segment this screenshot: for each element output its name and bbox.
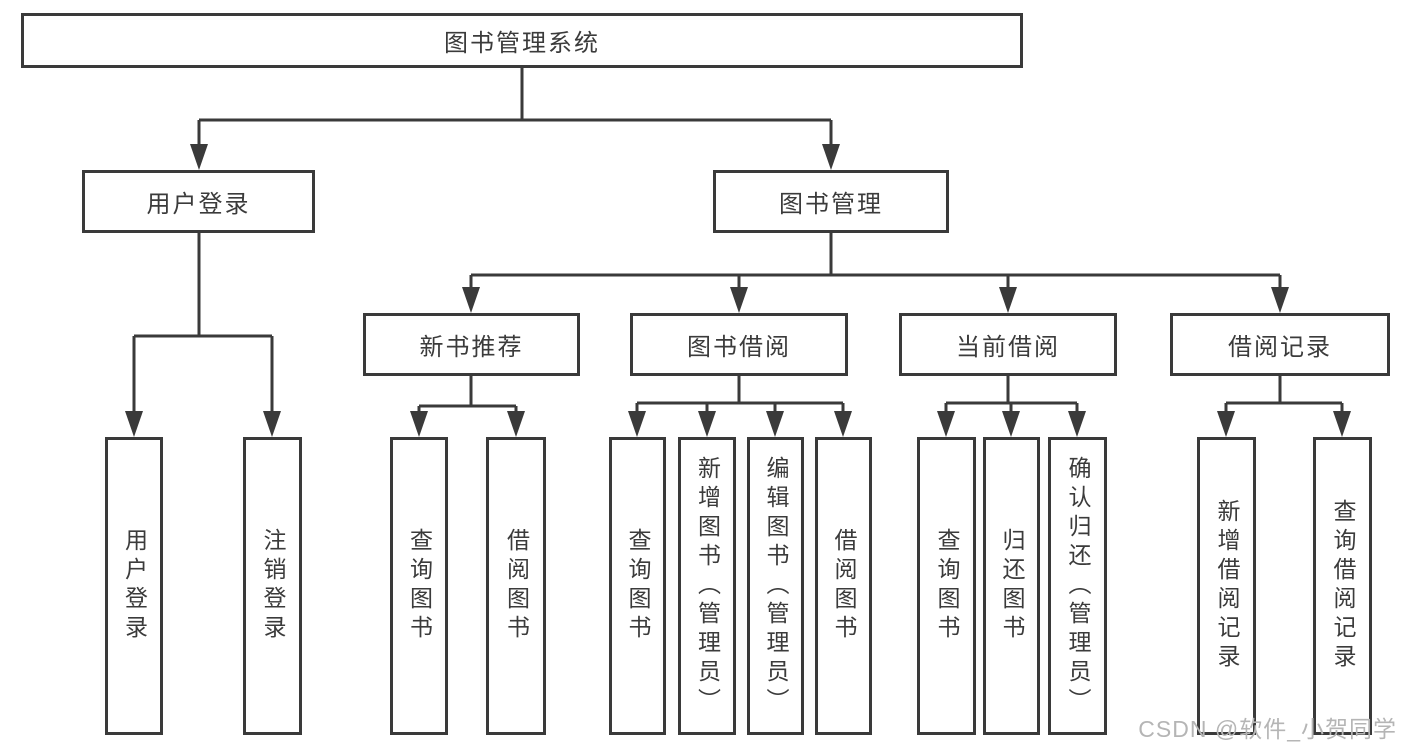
leaf-borrow-query-books: 查询图书 (609, 437, 666, 735)
connector-book-borrow-to-leaves (628, 376, 852, 437)
leaf-query-borrow-record-label: 查询借阅记录 (1330, 499, 1356, 673)
leaf-confirm-return-admin: 确认归还（管理员） (1048, 437, 1107, 735)
node-book-management-label: 图书管理 (779, 191, 883, 218)
node-new-book-recommend: 新书推荐 (363, 313, 580, 376)
leaf-borrow-query-books-label: 查询图书 (625, 528, 651, 644)
node-user-login-label: 用户登录 (146, 191, 251, 218)
leaf-user-login: 用户登录 (105, 437, 163, 735)
leaf-current-query-books: 查询图书 (917, 437, 976, 735)
node-book-management: 图书管理 (713, 170, 949, 233)
csdn-watermark: CSDN @软件_小贺同学 (1138, 716, 1397, 742)
connector-user-login-to-leaves (125, 233, 281, 437)
leaf-add-book-admin: 新增图书（管理员） (678, 437, 736, 735)
leaf-recommend-query-books-label: 查询图书 (406, 528, 433, 644)
node-current-borrow-label: 当前借阅 (956, 334, 1060, 361)
connector-book-management-to-level3 (462, 233, 1289, 313)
leaf-return-books: 归还图书 (983, 437, 1040, 735)
node-current-borrow: 当前借阅 (899, 313, 1117, 376)
leaf-query-borrow-record: 查询借阅记录 (1313, 437, 1372, 735)
leaf-borrow-borrow-books-label: 借阅图书 (831, 528, 857, 644)
node-borrow-records-label: 借阅记录 (1228, 334, 1332, 361)
connector-new-book-recommend-to-leaves (410, 376, 525, 437)
leaf-recommend-borrow-books: 借阅图书 (486, 437, 546, 735)
leaf-confirm-return-admin-label: 确认归还（管理员） (1065, 455, 1091, 717)
node-user-login: 用户登录 (82, 170, 315, 233)
leaf-logout: 注销登录 (243, 437, 302, 735)
node-root-system-label: 图书管理系统 (444, 30, 600, 57)
connector-borrow-records-to-leaves (1217, 376, 1351, 437)
leaf-recommend-borrow-books-label: 借阅图书 (503, 528, 530, 644)
leaf-edit-book-admin: 编辑图书（管理员） (747, 437, 804, 735)
leaf-user-login-label: 用户登录 (121, 528, 148, 644)
node-new-book-recommend-label: 新书推荐 (419, 334, 524, 361)
node-book-borrow-label: 图书借阅 (687, 334, 791, 361)
leaf-add-borrow-record-label: 新增借阅记录 (1214, 499, 1240, 673)
connector-current-borrow-to-leaves (937, 376, 1086, 437)
node-borrow-records: 借阅记录 (1170, 313, 1390, 376)
node-book-borrow: 图书借阅 (630, 313, 848, 376)
leaf-add-book-admin-label: 新增图书（管理员） (694, 455, 721, 717)
leaf-recommend-query-books: 查询图书 (390, 437, 448, 735)
node-root-system: 图书管理系统 (21, 13, 1023, 68)
leaf-borrow-borrow-books: 借阅图书 (815, 437, 872, 735)
leaf-logout-label: 注销登录 (260, 528, 286, 644)
leaf-edit-book-admin-label: 编辑图书（管理员） (763, 455, 789, 717)
leaf-add-borrow-record: 新增借阅记录 (1197, 437, 1256, 735)
connector-root-to-level2 (190, 68, 840, 170)
leaf-current-query-books-label: 查询图书 (934, 528, 960, 644)
leaf-return-books-label: 归还图书 (999, 528, 1025, 644)
